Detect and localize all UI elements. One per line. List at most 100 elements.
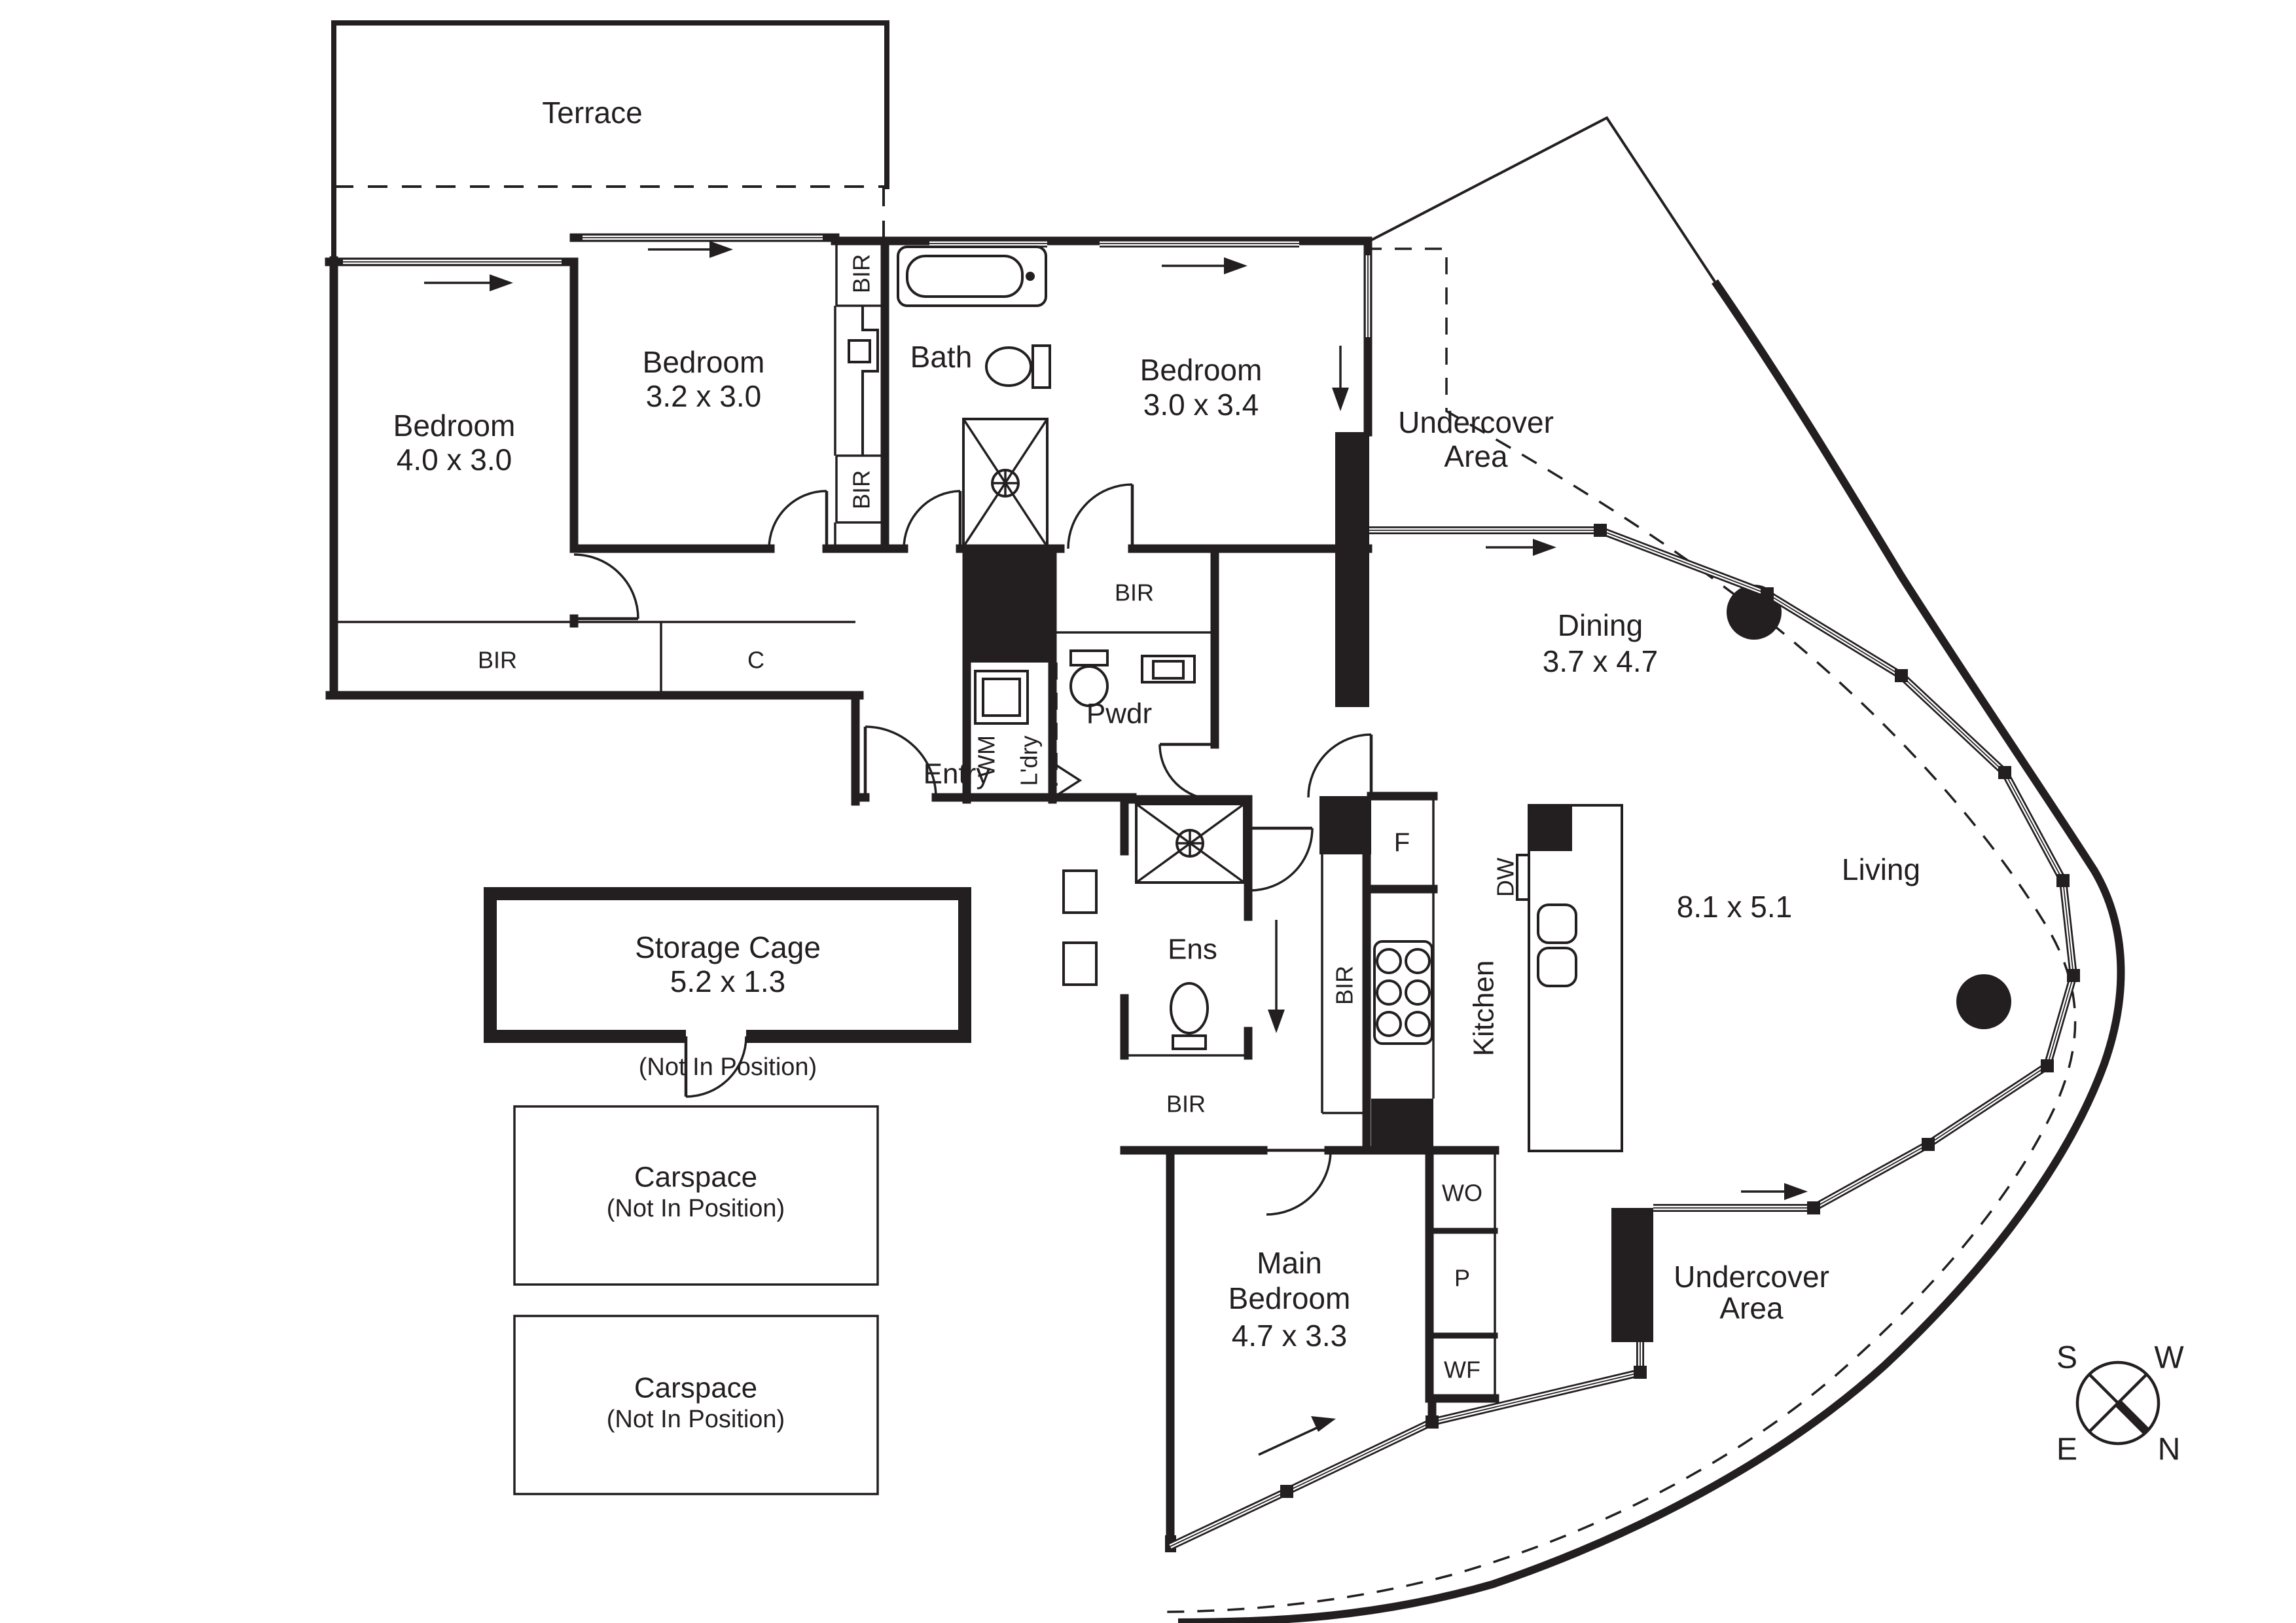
storage-cage-note: (Not In Position) [639,1053,817,1081]
compass-west: W [2154,1341,2184,1376]
compass-north: N [2158,1432,2181,1467]
kitchen-top-block [1319,796,1371,854]
main-bedroom-label-2: Bedroom [1229,1281,1351,1315]
bir-box2 [835,454,886,524]
bedroom2-door [768,490,829,549]
undercover-bottom-label-2: Area [1719,1291,1784,1325]
kitchen-label: Kitchen [1468,960,1500,1057]
structural-column-2 [1956,974,2011,1029]
laundry-bifold-mark [1052,761,1083,799]
powder-label: Pwdr [1086,698,1152,730]
joinery-labels: BIR C BIR BIR BIR BIR BIR WM L'dry F Kit… [478,254,1519,1383]
storage-cage-dims: 5.2 x 1.3 [670,964,785,998]
dishwasher-label: DW [1492,858,1519,897]
site-boundary [1158,116,2125,1623]
carspace2-note: (Not In Position) [607,1406,785,1433]
ensuite-label: Ens [1168,934,1217,966]
bedroom1-label: Bedroom [393,409,516,443]
carspace2-box [513,1315,879,1495]
powder-toilet [1069,649,1109,707]
island-bench-block [1529,805,1572,851]
bath-door [903,490,962,549]
compass-north-needle [2115,1400,2151,1436]
washer-label: WM [973,735,1000,777]
bedroom3-label: Bedroom [1140,353,1263,387]
dining-label: Dining [1558,608,1643,642]
room-labels: Terrace Bedroom 4.0 x 3.0 Bedroom 3.2 x … [393,96,1920,1433]
fridge-label: F [1394,828,1410,857]
ensuite-door [1249,826,1314,892]
bedroom2-label: Bedroom [643,345,765,379]
carspace1-note: (Not In Position) [607,1195,785,1222]
undercover-top-label-1: Undercover [1398,405,1554,439]
cooktop [1373,940,1433,1045]
window-glass-chain-living [1369,526,2078,1212]
bath-label: Bath [910,340,973,374]
entry-door [863,725,937,798]
bath-toilet [985,344,1051,389]
washing-machine [974,670,1029,725]
services-duct-block [967,553,1052,663]
entry-label: Entry [924,758,991,790]
bath-shower [962,418,1049,548]
ensuite-shower [1135,803,1246,884]
ensuite-vanity [1062,869,1098,986]
hall-dining-door [1307,733,1373,798]
window-junction-blocks [1280,524,2080,1498]
main-bedroom-door [1266,1148,1332,1216]
dining-dims: 3.7 x 4.7 [1543,644,1658,678]
bathtub [897,246,1047,307]
storage-cage-label: Storage Cage [635,930,821,964]
bedroom1-dims: 4.0 x 3.0 [397,443,512,477]
carspace1-label: Carspace [634,1161,757,1194]
living-label: Living [1842,852,1920,886]
undercover-dashed-boundary [1158,247,2077,1613]
compass: S W E N [2056,1341,2184,1467]
carspace1-box [513,1105,879,1286]
undercover-top-label-2: Area [1444,439,1508,473]
bedroom3-robe-label: BIR [1115,579,1154,606]
ensuite-toilet [1170,982,1209,1050]
undercover-bottom-label-1: Undercover [1674,1260,1829,1294]
bath-vanity-basin [848,339,871,363]
living-wall-column [1611,1208,1653,1342]
direction-arrows [424,241,1808,1456]
kitchen-bottom-block [1371,1099,1433,1150]
terrace-label: Terrace [542,96,642,130]
bedroom2-dims: 3.2 x 3.0 [646,379,761,413]
dining-wall-block [1335,432,1369,707]
closet-bir-label: BIR [478,647,517,674]
bedroom3-door [1067,483,1134,549]
windows [343,234,2080,1550]
pantry-label: P [1454,1265,1470,1292]
carspace2-label: Carspace [634,1372,757,1404]
terrace-outline [331,20,889,264]
wf-label: WF [1444,1357,1480,1383]
fixtures [897,246,1623,1152]
wall-oven-label: WO [1442,1180,1482,1207]
kitchen-island [1516,804,1623,1152]
solid-blocks [967,432,2011,1552]
apex-boundary-lines [1364,116,1716,283]
main-bedroom-dims: 4.7 x 3.3 [1232,1319,1347,1353]
powder-basin [1141,655,1196,684]
bir-column-bottom-label: BIR [848,470,875,509]
compass-east: E [2056,1432,2077,1467]
living-dims: 8.1 x 5.1 [1677,890,1792,924]
kitchen-robe-label: BIR [1331,966,1358,1005]
bir-box1 [835,241,885,307]
bir-column-top-label: BIR [848,254,875,293]
main-bedroom-label-1: Main [1257,1246,1322,1280]
bedroom1-door [573,553,639,621]
kitchen-robe-front [1321,854,1367,1114]
bath-vanity-profile [861,306,879,456]
closet-c-label: C [747,647,764,674]
laundry-label: L'dry [1016,736,1043,786]
compass-south: S [2056,1341,2077,1376]
window-set-top [343,234,1372,337]
storage-cage [484,887,971,1098]
powder-door [1158,742,1215,801]
ensuite-robe-label: BIR [1166,1091,1206,1118]
